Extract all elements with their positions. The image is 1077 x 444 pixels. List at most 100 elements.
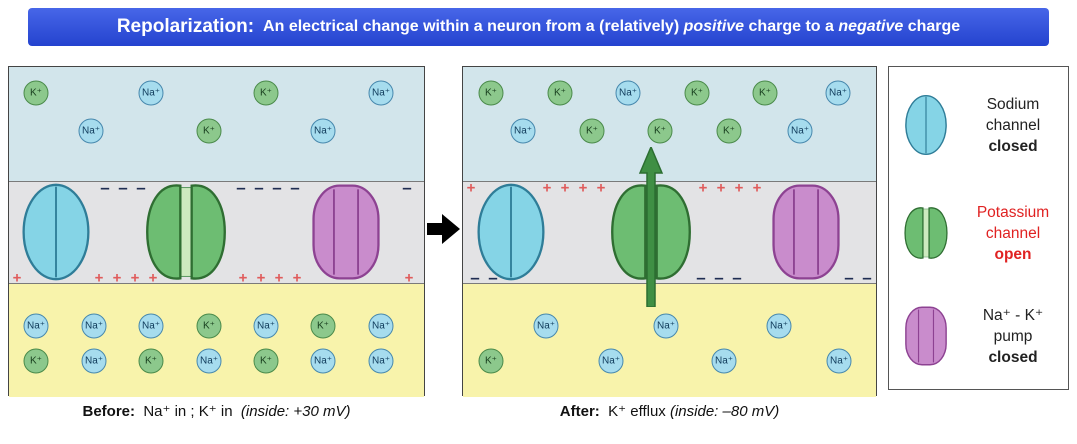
plus-charge: + [130,269,140,287]
legend-line: Na⁺ - K⁺ [982,306,1044,324]
plus-charge: + [404,269,414,287]
banner-text-part: charge [903,18,961,35]
minus-charge: – [290,178,300,197]
legend-line: channel [985,116,1041,134]
legend-line: Potassium [976,203,1050,221]
sodium-channel [474,180,548,284]
plus-charge: + [274,269,284,287]
plus-charge: + [578,179,588,197]
na-ion: Na⁺ [826,348,852,374]
k-ion: K⁺ [547,80,573,106]
na-ion: Na⁺ [825,80,851,106]
na-ion: Na⁺ [368,313,394,339]
k-ion: K⁺ [253,348,279,374]
banner-text-italic: positive [683,18,745,35]
na-ion: Na⁺ [138,313,164,339]
na-ion: Na⁺ [615,80,641,106]
na-ion: Na⁺ [510,118,536,144]
k-ion: K⁺ [478,80,504,106]
minus-charge: – [236,178,246,197]
plus-charge: + [542,179,552,197]
na-ion: Na⁺ [766,313,792,339]
na-ion: Na⁺ [78,118,104,144]
plus-charge: + [596,179,606,197]
minus-charge: – [732,268,742,287]
title-banner: Repolarization: An electrical change wit… [28,8,1049,46]
na-k-pump [767,181,845,283]
na-ion: Na⁺ [368,80,394,106]
plus-charge: + [148,269,158,287]
k-ion: K⁺ [310,313,336,339]
banner-text-part: An electrical change within a neuron fro… [263,18,684,35]
plus-charge: + [12,269,22,287]
k-ion: K⁺ [23,80,49,106]
before-panel: K⁺ Na⁺ K⁺ Na⁺ Na⁺ K⁺ Na⁺ Na⁺ Na⁺ Na⁺ K⁺ Na⁺ K⁺ Na⁺ K⁺ N… [8,66,425,397]
legend-line: Sodium [986,95,1040,113]
before-caption-label: Before: [82,403,135,420]
minus-charge: – [862,268,872,287]
plus-charge: + [238,269,248,287]
k-ion: K⁺ [716,118,742,144]
plus-charge: + [752,179,762,197]
legend-state: closed [988,137,1038,155]
legend-item-sodium-channel: Sodium channel closed [903,77,1064,173]
minus-charge: – [402,178,412,197]
minus-charge: – [272,178,282,197]
legend-state: open [994,245,1032,263]
na-k-pump [307,181,385,283]
before-caption-detail: (inside: +30 mV) [240,403,351,420]
plus-charge: + [716,179,726,197]
na-ion: Na⁺ [653,313,679,339]
minus-charge: – [844,268,854,287]
minus-charge: – [136,178,146,197]
before-panel-overlay: K⁺ Na⁺ K⁺ Na⁺ Na⁺ K⁺ Na⁺ Na⁺ Na⁺ Na⁺ K⁺ Na⁺ K⁺ Na⁺ K⁺ N… [9,67,424,395]
k-ion: K⁺ [579,118,605,144]
intracellular-region [9,284,424,397]
legend-item-potassium-channel: Potassium channel open [903,185,1064,281]
plus-charge: + [560,179,570,197]
na-ion: Na⁺ [253,313,279,339]
na-ion: Na⁺ [310,348,336,374]
legend-line: channel [985,224,1041,242]
legend-item-na-k-pump: Na⁺ - K⁺ pump closed [903,288,1064,384]
after-caption-label: After: [559,403,600,420]
before-caption: Before: Na⁺ in ; K⁺ in (inside: +30 mV) [8,402,425,420]
plus-charge: + [292,269,302,287]
legend-label-potassium: Potassium channel open [962,202,1064,265]
after-caption-detail: (inside: –80 mV) [669,403,780,420]
k-ion: K⁺ [253,80,279,106]
potassium-channel-icon [903,201,949,265]
after-panel: K⁺K⁺Na⁺K⁺K⁺Na⁺Na⁺K⁺K⁺K⁺Na⁺Na⁺Na⁺Na⁺K⁺Na⁺… [462,66,877,397]
na-ion: Na⁺ [196,348,222,374]
banner-text-part: charge to a [744,18,839,35]
na-k-pump-icon [903,304,949,368]
sodium-channel-icon [903,93,949,157]
legend-panel: Sodium channel closed Potassium channel … [888,66,1069,390]
na-ion: Na⁺ [310,118,336,144]
k-ion: K⁺ [752,80,778,106]
na-ion: Na⁺ [23,313,49,339]
sodium-channel [19,180,93,284]
minus-charge: – [488,268,498,287]
k-ion: K⁺ [478,348,504,374]
before-after-arrow-icon [427,213,461,245]
na-ion: Na⁺ [81,348,107,374]
plus-charge: + [734,179,744,197]
na-ion: Na⁺ [533,313,559,339]
k-ion: K⁺ [138,348,164,374]
banner-term: Repolarization: [116,16,255,37]
minus-charge: – [470,268,480,287]
plus-charge: + [94,269,104,287]
plus-charge: + [112,269,122,287]
legend-label-pump: Na⁺ - K⁺ pump closed [962,305,1064,368]
banner-definition: An electrical change within a neuron fro… [263,18,960,36]
na-ion: Na⁺ [598,348,624,374]
potassium-channel [143,180,229,284]
na-ion: Na⁺ [711,348,737,374]
na-ion: Na⁺ [368,348,394,374]
minus-charge: – [254,178,264,197]
k-ion: K⁺ [23,348,49,374]
k-ion: K⁺ [684,80,710,106]
k-ion: K⁺ [196,118,222,144]
